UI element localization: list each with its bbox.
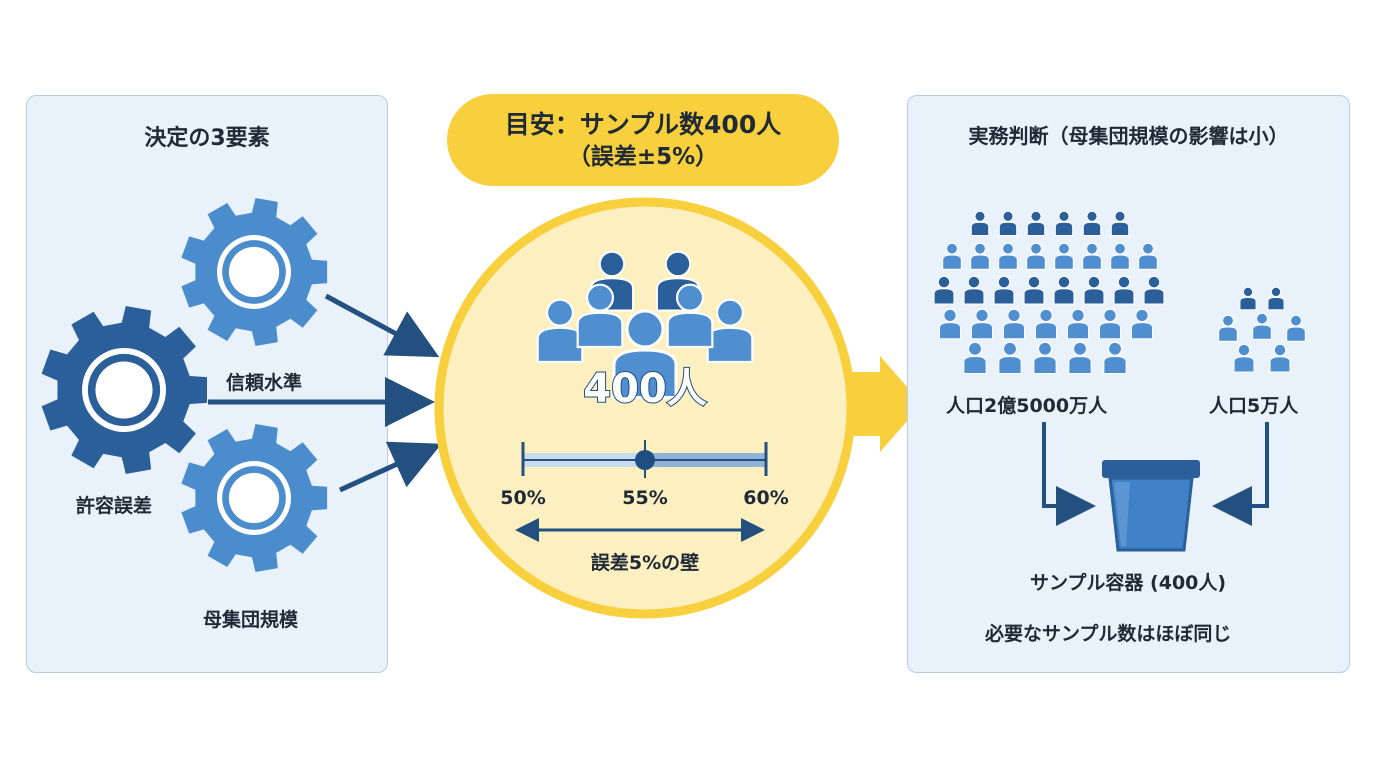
scale-point xyxy=(635,450,655,470)
container-label: サンプル容器 (400人) xyxy=(1030,572,1227,594)
range-label: 誤差5%の壁 xyxy=(591,551,699,574)
practical-judgment-title: 実務判断（母集団規模の影響は小） xyxy=(968,124,1289,148)
scale-band-right xyxy=(645,453,766,467)
factors-panel: 決定の3要素 xyxy=(26,95,388,673)
margin-of-error-label: 許容誤差 xyxy=(76,495,153,517)
guideline-banner: 目安：サンプル数400人 （誤差±5%） xyxy=(447,94,839,186)
confidence-level-label: 信頼水準 xyxy=(226,372,303,394)
scale-min-label: 50% xyxy=(500,487,545,509)
practical-judgment-panel: 実務判断（母集団規模の影響は小） xyxy=(907,95,1350,673)
factors-title: 決定の3要素 xyxy=(144,126,270,151)
large-population-label: 人口2億5000万人 xyxy=(946,395,1108,417)
scale-band-left xyxy=(523,453,645,467)
banner-line-2: （誤差±5%） xyxy=(567,144,719,170)
population-size-label: 母集団規模 xyxy=(203,609,299,631)
scale-max-label: 60% xyxy=(743,487,788,509)
small-population-label: 人口5万人 xyxy=(1209,395,1299,417)
conclusion-label: 必要なサンプル数はほぼ同じ xyxy=(985,623,1232,645)
center-count-label: 400人 xyxy=(582,365,708,413)
banner-line-1: 目安：サンプル数400人 xyxy=(504,110,782,139)
scale-mid-label: 55% xyxy=(622,487,667,509)
